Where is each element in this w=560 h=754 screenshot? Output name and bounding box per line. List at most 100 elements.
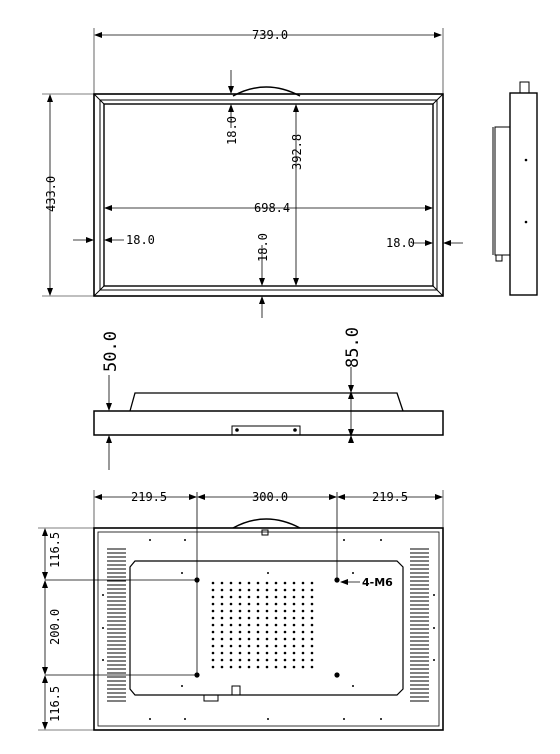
perforation-hole: [301, 609, 305, 613]
perforation-hole: [310, 637, 314, 641]
perforation-hole: [229, 616, 233, 620]
perforation-hole: [283, 665, 287, 669]
label-edge-bottom: 116.5: [48, 686, 62, 722]
perforation-hole: [265, 609, 269, 613]
perforation-hole: [211, 637, 215, 641]
perforation-hole: [292, 651, 296, 655]
perforation-hole: [301, 644, 305, 648]
perforation-hole: [247, 616, 251, 620]
perforation-hole: [247, 595, 251, 599]
perforation-hole: [274, 581, 278, 585]
perforation-hole: [301, 602, 305, 606]
perforation-hole: [256, 623, 260, 627]
perforation-hole: [220, 644, 224, 648]
perforation-hole: [256, 651, 260, 655]
perforation-hole: [247, 658, 251, 662]
perforation-hole: [310, 595, 314, 599]
perforation-hole: [247, 651, 251, 655]
perforation-hole: [301, 630, 305, 634]
vent-right: [410, 548, 429, 702]
perforation-hole: [283, 658, 287, 662]
perforation-hole: [247, 644, 251, 648]
perforation-hole: [310, 644, 314, 648]
perforation-hole: [211, 644, 215, 648]
perforation-hole: [265, 651, 269, 655]
screw-hole: [194, 577, 200, 583]
perforation-hole: [247, 602, 251, 606]
perforation-hole: [220, 581, 224, 585]
perforation-hole: [238, 644, 242, 648]
perforation-hole: [283, 581, 287, 585]
perforation-hole: [310, 658, 314, 662]
front-view: [42, 28, 463, 318]
perforation-hole: [274, 588, 278, 592]
perforation-hole: [292, 630, 296, 634]
perforation-hole: [220, 637, 224, 641]
bracket: [231, 425, 301, 436]
label-bezel-left: 18.0: [126, 233, 155, 247]
label-screw-spec: 4-M6: [362, 576, 393, 589]
perforation-hole: [220, 658, 224, 662]
perimeter-dots: [102, 539, 435, 720]
side-view: [492, 81, 538, 296]
perforation-hole: [247, 588, 251, 592]
perforation-hole: [211, 602, 215, 606]
perforation-hole: [274, 595, 278, 599]
perforation-hole: [274, 623, 278, 627]
perforation-hole: [229, 595, 233, 599]
perforation-hole: [238, 658, 242, 662]
perforation-hole: [265, 658, 269, 662]
label-bezel-bottom: 18.0: [256, 233, 270, 262]
label-edge-top: 116.5: [48, 532, 62, 568]
perforation-hole: [238, 609, 242, 613]
perforation-hole: [265, 637, 269, 641]
perforation-hole: [211, 609, 215, 613]
perforation-hole: [265, 595, 269, 599]
vesa-screw-holes: [194, 577, 340, 678]
bottom-view: [93, 367, 444, 470]
perforation-hole: [229, 581, 233, 585]
perforation-hole: [265, 644, 269, 648]
perforation-hole: [292, 602, 296, 606]
perforation-hole: [292, 588, 296, 592]
perforation-hole: [310, 609, 314, 613]
perforation-hole: [301, 581, 305, 585]
perforation-hole: [256, 637, 260, 641]
perforation-hole: [229, 637, 233, 641]
perforation-hole: [283, 623, 287, 627]
perforation-hole: [265, 581, 269, 585]
bottom-frame: [93, 410, 444, 436]
perforation-hole: [310, 602, 314, 606]
perforation-hole: [310, 616, 314, 620]
perforation-hole: [283, 595, 287, 599]
rear-outer-frame: [93, 527, 444, 731]
perforation-hole: [238, 623, 242, 627]
front-outer-frame: [93, 93, 444, 297]
perforation-hole: [211, 658, 215, 662]
perforation-hole: [220, 609, 224, 613]
perforation-hole: [274, 609, 278, 613]
perforation-hole: [310, 581, 314, 585]
perforation-hole: [256, 630, 260, 634]
perforation-hole: [229, 644, 233, 648]
perforation-hole: [256, 581, 260, 585]
label-edge-right: 219.5: [372, 490, 408, 504]
perforation-hole: [301, 651, 305, 655]
perforation-hole: [265, 602, 269, 606]
perforation-hole: [256, 644, 260, 648]
perforation-hole: [247, 609, 251, 613]
perforation-hole: [238, 651, 242, 655]
perforation-hole: [283, 588, 287, 592]
perforation-hole: [247, 623, 251, 627]
perforation-hole: [229, 588, 233, 592]
handle-rear: [232, 518, 301, 529]
label-bezel-top: 18.0: [225, 116, 239, 145]
perforation-hole: [247, 630, 251, 634]
perforation-hole: [301, 665, 305, 669]
perforation-hole: [238, 581, 242, 585]
perforation-hole: [292, 623, 296, 627]
perforation-hole: [247, 665, 251, 669]
perforation-hole: [220, 602, 224, 606]
perforation-hole: [283, 651, 287, 655]
